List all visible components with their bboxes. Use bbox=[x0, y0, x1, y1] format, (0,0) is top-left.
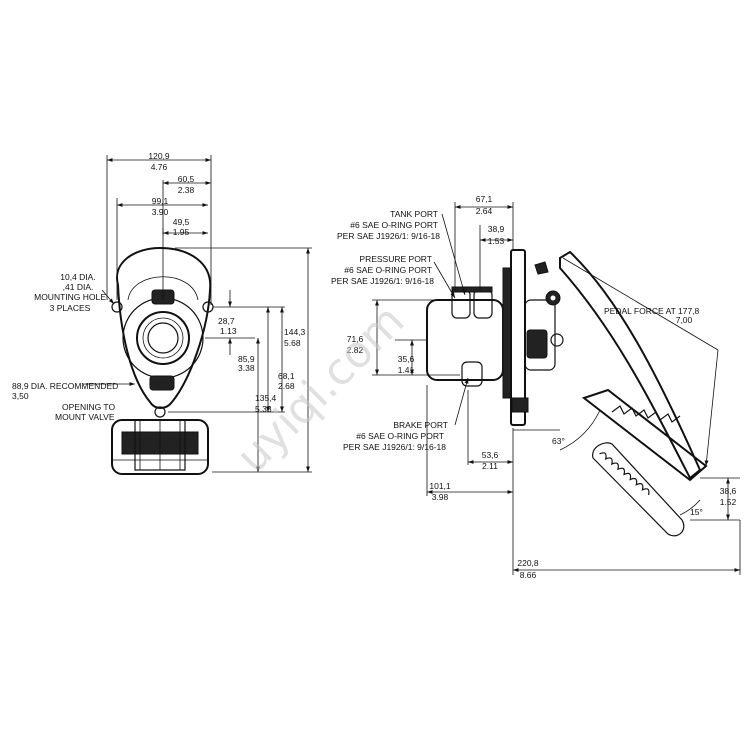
dim-pedal-rise-in: 1.52 bbox=[720, 497, 737, 507]
side-view bbox=[426, 249, 708, 537]
side-flange bbox=[502, 267, 512, 399]
dim-mid-center-in: 3.38 bbox=[238, 363, 255, 373]
dim-brake-port-height-in: 1.41 bbox=[398, 365, 415, 375]
dim-port-height: 71,6 bbox=[347, 334, 364, 344]
valve-bore bbox=[147, 322, 179, 354]
dim-body-depth-in: 2.64 bbox=[476, 206, 493, 216]
mount-hole-line-1: 10,4 DIA. bbox=[60, 272, 95, 282]
opening-line-4: MOUNT VALVE bbox=[55, 412, 115, 422]
brake-port-line-3: PER SAE J1926/1: 9/16-18 bbox=[343, 442, 446, 452]
pressure-port-line-3: PER SAE J1926/1: 9/16-18 bbox=[331, 276, 434, 286]
mount-hole-line-2: ,41 DIA. bbox=[63, 282, 94, 292]
tank-port-fitting bbox=[451, 289, 471, 319]
dim-brake-to-flange: 53,6 bbox=[482, 450, 499, 460]
dim-body-depth: 67,1 bbox=[476, 194, 493, 204]
angle-pedal: 63° bbox=[552, 436, 565, 446]
brake-port-line-2: #6 SAE O-RING PORT bbox=[356, 431, 444, 441]
dim-pedal-length-in: 8.66 bbox=[520, 570, 537, 580]
watermark: uyiqi.com bbox=[227, 295, 415, 483]
dim-body-to-flange-in: 3.98 bbox=[432, 492, 449, 502]
dim-mid-lower-in: 2.68 bbox=[278, 381, 295, 391]
front-view bbox=[111, 246, 214, 475]
dim-pedal-rise: 38,6 bbox=[720, 486, 737, 496]
dim-half-bolt: 49,5 bbox=[173, 217, 190, 227]
pedal-force-line-2: 7,00 bbox=[676, 315, 693, 325]
brake-port-line-1: BRAKE PORT bbox=[393, 420, 448, 430]
dim-port-offset-in: 1.53 bbox=[488, 236, 505, 246]
dim-half-outer: 60,5 bbox=[178, 174, 195, 184]
dim-bolt-span: 99,1 bbox=[152, 196, 169, 206]
dim-half-outer-in: 2.38 bbox=[178, 185, 195, 195]
dim-port-height-in: 2.82 bbox=[347, 345, 364, 355]
pedal-pad-side bbox=[581, 388, 708, 482]
opening-line-2: 3,50 bbox=[12, 391, 29, 401]
tank-port-line-1: TANK PORT bbox=[390, 209, 438, 219]
opening-line-3: OPENING TO bbox=[62, 402, 115, 412]
mount-hole-line-4: 3 PLACES bbox=[50, 303, 91, 313]
dim-brake-to-flange-in: 2.11 bbox=[482, 461, 498, 471]
dim-body-to-flange: 101,1 bbox=[429, 481, 451, 491]
tank-port-line-2: #6 SAE O-RING PORT bbox=[350, 220, 438, 230]
dim-mid-lower: 68,1 bbox=[278, 371, 295, 381]
dim-width-overall: 120,9 bbox=[148, 151, 170, 161]
dim-pedal-length: 220,8 bbox=[517, 558, 539, 568]
front-view-dimensions: 120,9 4.76 60,5 2.38 99,1 3.90 49,5 1.95… bbox=[12, 151, 312, 473]
dim-height-overall-in: 5.68 bbox=[284, 338, 301, 348]
dim-brake-port-height: 35,6 bbox=[398, 354, 415, 364]
side-view-dimensions: 67,1 2.64 38,9 1.53 TANK PORT #6 SAE O-R… bbox=[331, 194, 741, 580]
lower-pivot bbox=[550, 333, 564, 347]
pressure-port-fitting bbox=[473, 289, 493, 319]
brake-port-fitting bbox=[461, 361, 483, 387]
mount-hole-line-3: MOUNTING HOLE bbox=[34, 292, 106, 302]
angle-lower: 15° bbox=[690, 507, 703, 517]
valve-body-outer bbox=[122, 297, 204, 379]
pressure-port-line-1: PRESSURE PORT bbox=[359, 254, 432, 264]
dim-width-overall-in: 4.76 bbox=[151, 162, 168, 172]
pedal-force-line-1: PEDAL FORCE AT 177,8 bbox=[604, 306, 700, 316]
valve-body-ring bbox=[136, 311, 190, 365]
mounting-flange bbox=[116, 246, 212, 409]
opening-line-1: 88,9 DIA. RECOMMENDED bbox=[12, 381, 118, 391]
tank-port-line-3: PER SAE J1926/1: 9/16-18 bbox=[337, 231, 440, 241]
dim-bottom: 135,4 bbox=[255, 393, 277, 403]
pedal-depressed bbox=[592, 442, 685, 537]
dim-half-bolt-in: 1.95 bbox=[173, 227, 190, 237]
dim-port-offset: 38,9 bbox=[488, 224, 505, 234]
pressure-port-line-2: #6 SAE O-RING PORT bbox=[344, 265, 432, 275]
dim-mid-small: 28,7 bbox=[218, 316, 235, 326]
mount-hole-left bbox=[111, 301, 123, 313]
bottom-boss bbox=[149, 375, 175, 391]
dim-bolt-span-in: 3.90 bbox=[152, 207, 169, 217]
dim-mid-center: 85,9 bbox=[238, 354, 255, 364]
mount-hole-bottom bbox=[154, 406, 166, 418]
dim-bottom-in: 5.33 bbox=[255, 404, 272, 414]
dim-mid-small-in: 1.13 bbox=[220, 326, 237, 336]
dim-height-overall: 144,3 bbox=[284, 327, 306, 337]
